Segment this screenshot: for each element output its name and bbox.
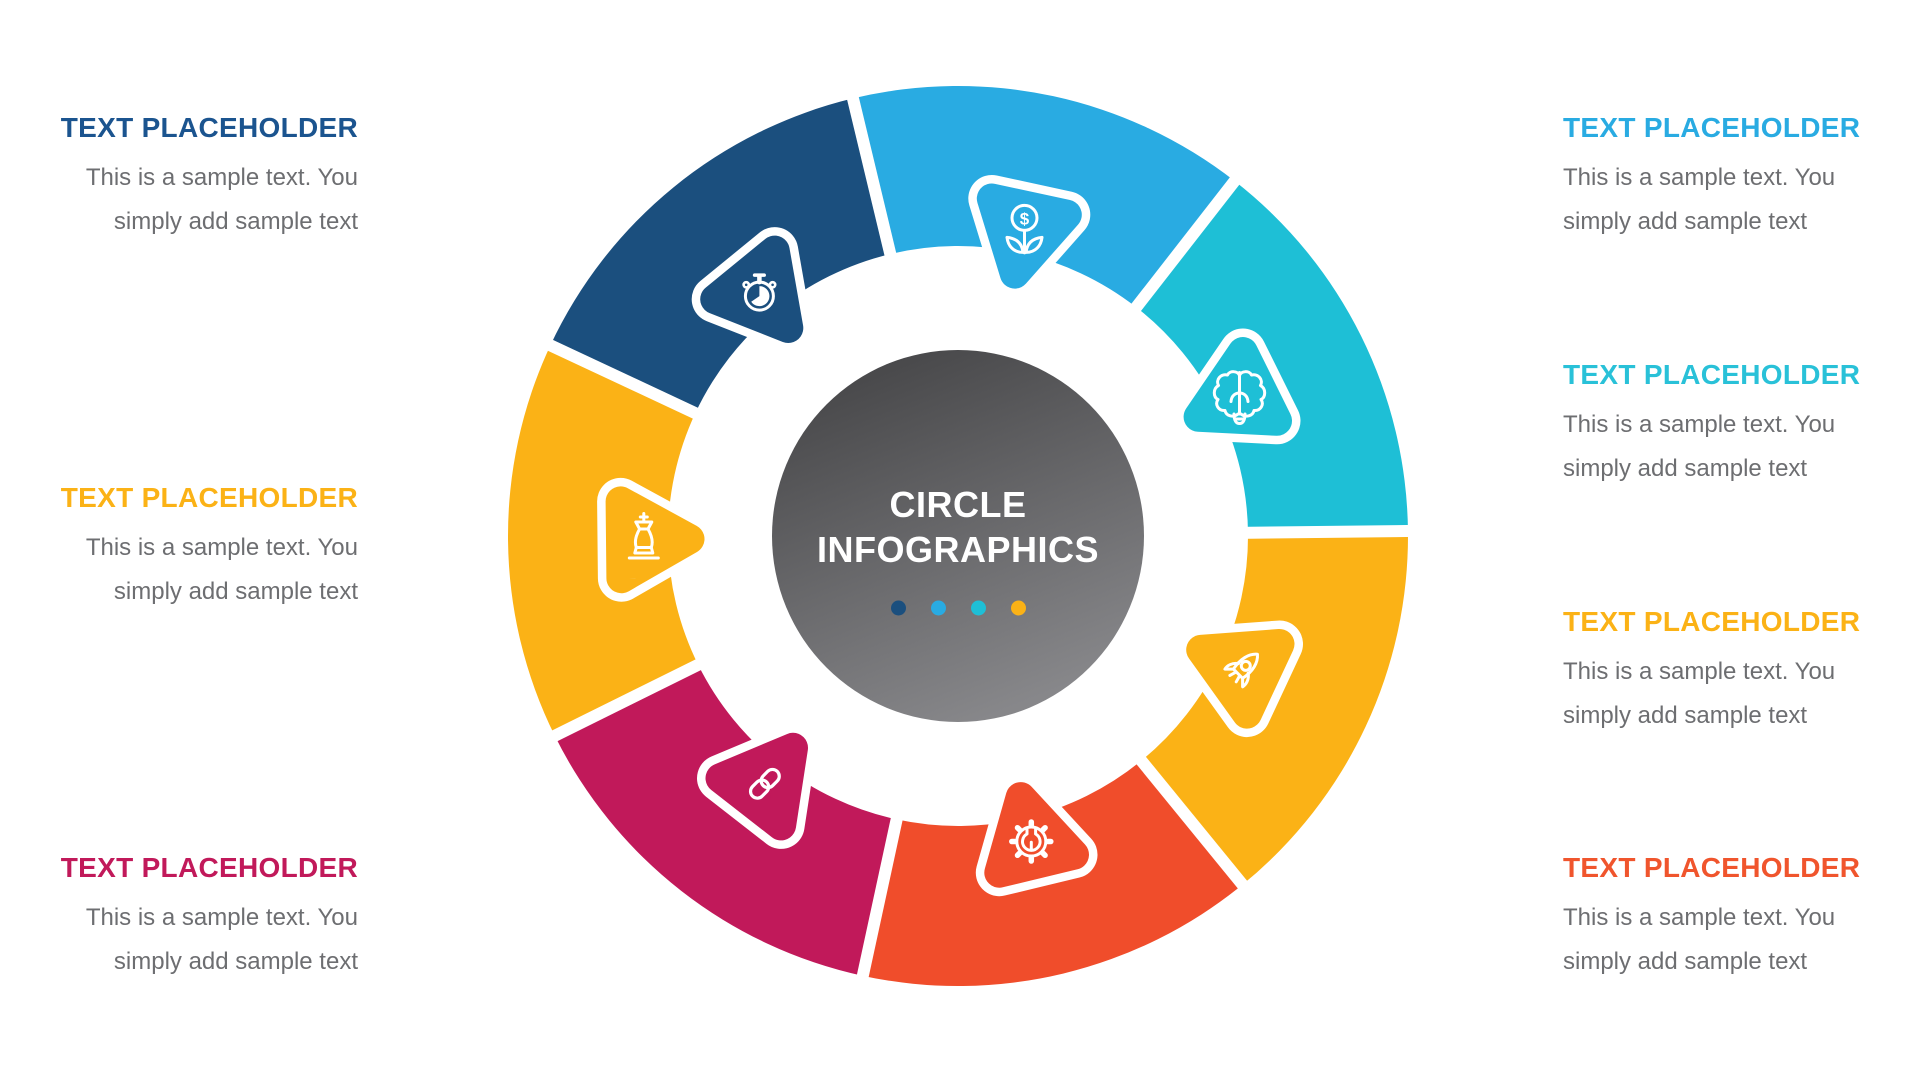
body-line-2: simply add sample text <box>1563 702 1808 729</box>
body-line-1: This is a sample text. You <box>1563 904 1836 931</box>
text-block-heading: TEXT PLACEHOLDER <box>60 112 358 143</box>
gear-wrench-icon <box>1012 822 1051 861</box>
text-block-body: This is a sample text. You simply add sam… <box>58 896 358 984</box>
body-line-1: This is a sample text. You <box>1563 411 1836 438</box>
text-block-heading: TEXT PLACEHOLDER <box>60 482 358 513</box>
text-block-body: This is a sample text. You simply add sam… <box>1563 403 1863 491</box>
ring-segment-5 <box>554 664 897 976</box>
body-line-1: This is a sample text. You <box>1563 658 1836 685</box>
body-line-1: This is a sample text. You <box>85 164 358 191</box>
center-dot-1 <box>891 600 906 616</box>
center-dot-3 <box>971 600 986 616</box>
body-line-2: simply add sample text <box>1563 208 1808 235</box>
text-block-body: This is a sample text. You simply add sam… <box>1563 896 1863 984</box>
segment-divider <box>1126 171 1245 318</box>
text-block-left-3: TEXT PLACEHOLDER This is a sample text. … <box>58 852 358 984</box>
text-block-body: This is a sample text. You simply add sam… <box>1563 156 1863 244</box>
title-line-2: INFOGRAPHICS <box>817 529 1099 570</box>
text-block-heading: TEXT PLACEHOLDER <box>60 852 358 883</box>
text-block-heading: TEXT PLACEHOLDER <box>1563 359 1861 390</box>
text-block-right-1: TEXT PLACEHOLDER This is a sample text. … <box>1563 112 1863 244</box>
text-block-body: This is a sample text. You simply add sam… <box>58 526 358 614</box>
body-line-1: This is a sample text. You <box>85 534 358 561</box>
segment-divider <box>544 655 708 745</box>
body-line-2: simply add sample text <box>1563 948 1808 975</box>
body-line-2: simply add sample text <box>113 578 358 605</box>
text-block-body: This is a sample text. You simply add sam… <box>1563 650 1863 738</box>
center-dot-4 <box>1011 600 1026 616</box>
segment-divider <box>845 89 899 264</box>
body-line-1: This is a sample text. You <box>85 904 358 931</box>
segment-divider <box>1239 524 1417 539</box>
text-block-right-3: TEXT PLACEHOLDER This is a sample text. … <box>1563 606 1863 738</box>
text-block-right-2: TEXT PLACEHOLDER This is a sample text. … <box>1563 359 1863 491</box>
pointer-triangle-7 <box>700 235 804 343</box>
text-block-body: This is a sample text. You simply add sam… <box>58 156 358 244</box>
body-line-2: simply add sample text <box>113 208 358 235</box>
title-line-1: CIRCLE <box>890 484 1027 525</box>
pointer-triangle-3 <box>1186 629 1295 729</box>
pointer-triangle-5 <box>705 732 808 841</box>
body-line-1: This is a sample text. You <box>1563 164 1836 191</box>
center-dot-2 <box>931 600 946 616</box>
body-line-2: simply add sample text <box>113 948 358 975</box>
center-circle <box>772 350 1144 722</box>
center-group: CIRCLE INFOGRAPHICS <box>772 350 1144 722</box>
text-block-left-2: TEXT PLACEHOLDER This is a sample text. … <box>58 482 358 614</box>
segment-divider <box>855 810 905 985</box>
text-block-left-1: TEXT PLACEHOLDER This is a sample text. … <box>58 112 358 244</box>
segment-divider <box>540 336 706 422</box>
text-block-heading: TEXT PLACEHOLDER <box>1563 606 1861 637</box>
text-block-heading: TEXT PLACEHOLDER <box>1563 112 1861 143</box>
body-line-2: simply add sample text <box>1563 455 1808 482</box>
ring-segment-7 <box>550 98 891 414</box>
segment-divider <box>1131 750 1253 895</box>
text-block-heading: TEXT PLACEHOLDER <box>1563 852 1861 883</box>
text-block-right-4: TEXT PLACEHOLDER This is a sample text. … <box>1563 852 1863 984</box>
ring-segment-2 <box>1136 181 1408 533</box>
